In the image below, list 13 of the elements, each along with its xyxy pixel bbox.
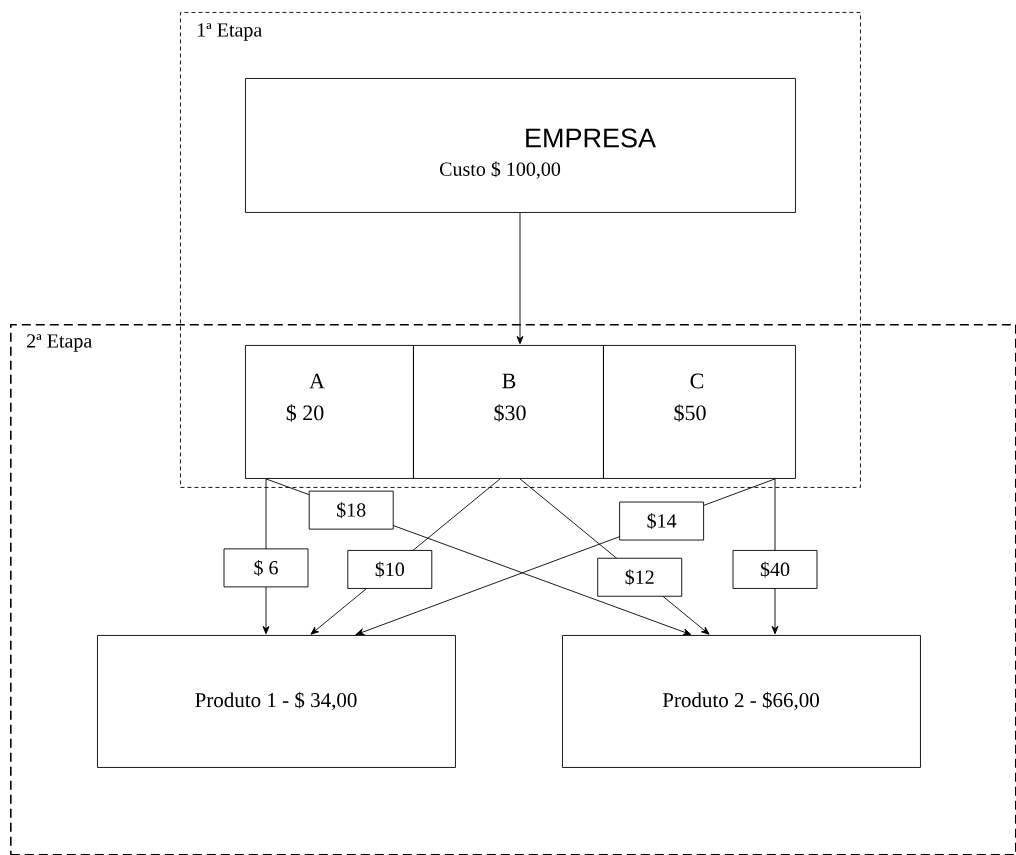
edge-label: $12: [597, 557, 683, 597]
product-box: Produto 1 - $ 34,00: [97, 635, 456, 768]
company-box: EMPRESA Custo $ 100,00: [245, 78, 796, 213]
edge-label: $ 6: [223, 548, 309, 588]
cost-cell: A $ 20: [245, 345, 414, 479]
edge-label: $10: [347, 550, 433, 589]
edge-label: $18: [308, 490, 394, 530]
cost-cell: C $50: [603, 345, 796, 479]
edge-label: $40: [732, 550, 818, 589]
cost-cell: B $30: [413, 345, 604, 479]
product-box: Produto 2 - $66,00: [562, 635, 921, 768]
arrow: [516, 212, 524, 345]
edge-label: $14: [619, 501, 705, 541]
